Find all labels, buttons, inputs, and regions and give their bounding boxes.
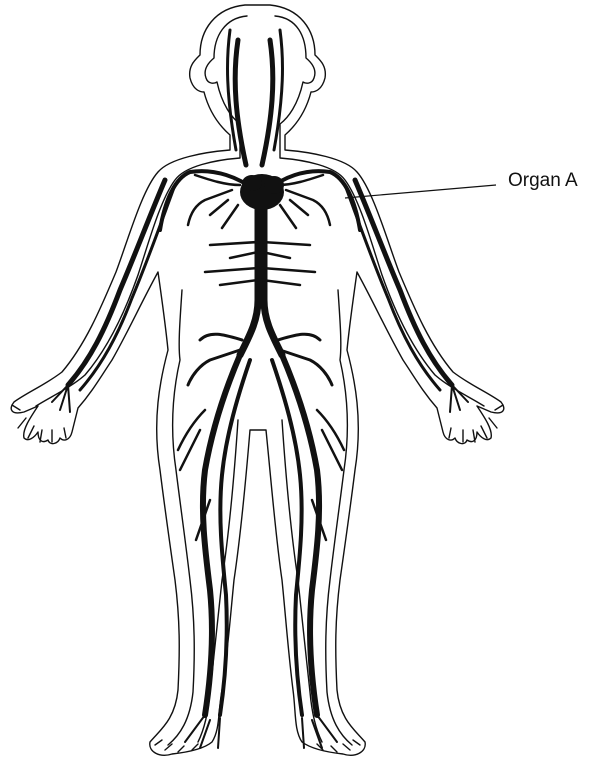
heart-organ-a (240, 174, 284, 210)
organ-a-pointer-line (345, 185, 496, 198)
body-outline (11, 5, 504, 755)
blood-vessels (52, 30, 468, 748)
organ-a-label: Organ A (508, 170, 578, 192)
